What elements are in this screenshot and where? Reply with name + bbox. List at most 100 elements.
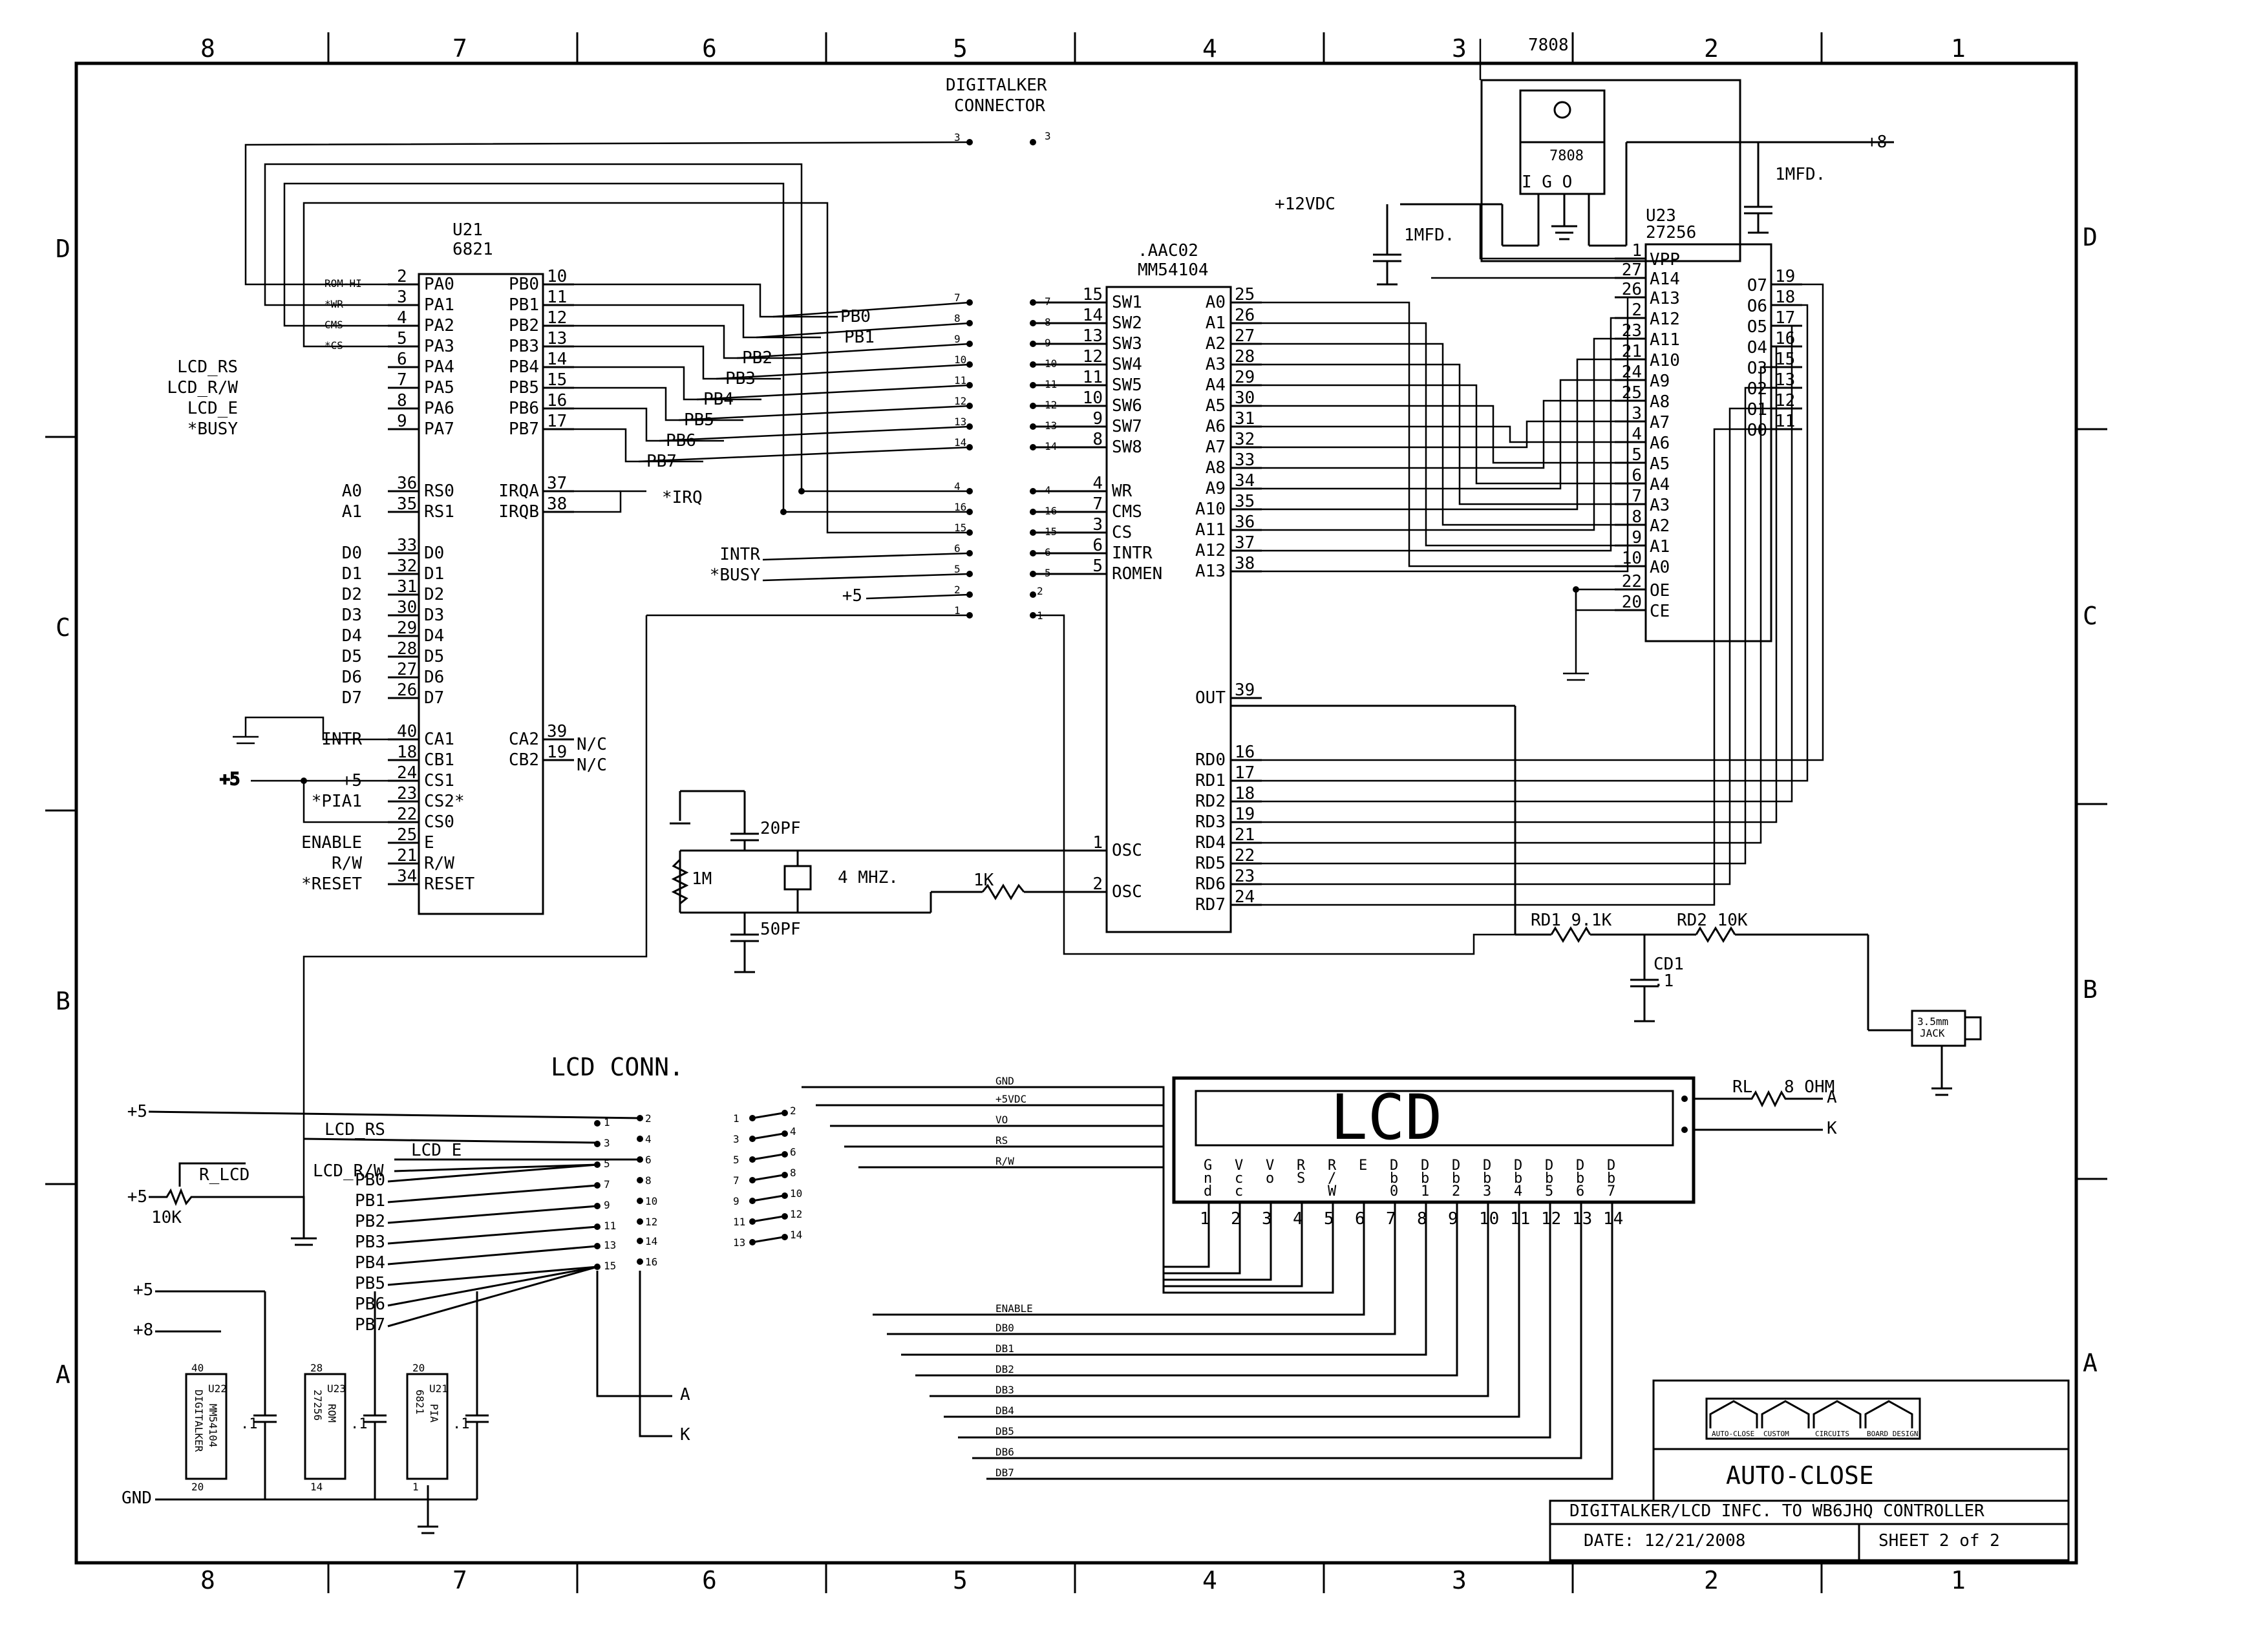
wire-cms — [283, 182, 970, 513]
u21-pin-num: 24 — [397, 763, 417, 783]
mm-pin-num: 1 — [1092, 833, 1103, 852]
address-wire — [1262, 405, 1615, 464]
u21-pin-name: RS1 — [424, 502, 454, 522]
tb-logo-house — [1864, 1400, 1913, 1428]
conn-pin-dot — [1030, 423, 1036, 430]
u21-pin-name: PA7 — [424, 419, 454, 439]
zone-row-left: C — [56, 613, 70, 642]
lcd-conn-dot — [637, 1218, 643, 1225]
lcd-col-label: D — [1390, 1158, 1398, 1174]
data-wire — [1262, 345, 1802, 823]
mm-pin-num: 30 — [1235, 388, 1255, 408]
lcd-left-wire — [752, 1215, 784, 1223]
osc-r1: 1M — [692, 869, 712, 889]
u23-pin-num: 19 — [1775, 267, 1795, 286]
address-wire — [1262, 363, 1615, 505]
tb-logo-text: CIRCUITS — [1815, 1430, 1849, 1438]
wire-busy — [762, 573, 970, 582]
u21-pin-num: 29 — [397, 619, 417, 638]
lcd-right-dot — [782, 1192, 788, 1199]
lcd-col-label: b — [1607, 1170, 1615, 1187]
u23-pin-num: 8 — [1632, 507, 1642, 527]
u21-signal: *PIA1 — [312, 792, 362, 811]
conn-left-pin: 7 — [954, 291, 961, 304]
u23-pin-name: A8 — [1650, 392, 1670, 412]
u21-pin-num: 12 — [547, 308, 567, 328]
lcd-col-label: 2 — [1452, 1183, 1460, 1200]
u21-signal: LCD_R/W — [167, 378, 238, 397]
pb-to-conn-wire — [678, 405, 970, 421]
u21-part: 6821 — [452, 240, 493, 259]
lcd-conn-pb: PB3 — [355, 1233, 385, 1252]
conn-left-pin: 12 — [954, 395, 966, 407]
dec-cap-label: .1 — [452, 1416, 470, 1432]
u21-pin-num: 36 — [397, 474, 417, 493]
mm-pin-name: SW8 — [1112, 438, 1142, 457]
lcd-right-pin: 2 — [790, 1105, 796, 1117]
mm-pin-num: 32 — [1235, 430, 1255, 449]
u21-pin-num: 40 — [397, 722, 417, 741]
u21-pin-name: PA1 — [424, 295, 454, 315]
u21-pin-num: 17 — [547, 412, 567, 431]
pb-wire — [574, 387, 743, 421]
junction-dot — [1681, 1096, 1688, 1102]
pb-wire — [574, 324, 802, 359]
conn-right-dot — [1030, 591, 1036, 598]
lcd-right-pin: 12 — [790, 1208, 802, 1220]
mm-pin-num: 36 — [1235, 513, 1255, 532]
lcd-conn-wiper — [178, 1162, 246, 1187]
lcd-left-wire — [752, 1174, 784, 1181]
dec-chip-pin-top: 28 — [310, 1362, 323, 1374]
u23-pin-name: O5 — [1747, 317, 1767, 337]
lcd-pin-num: 11 — [1510, 1209, 1530, 1229]
address-wire — [1262, 296, 1629, 573]
reg-pins: I G O — [1522, 173, 1572, 192]
mm-pin-num: 3 — [1092, 515, 1103, 535]
title-block: AUTO-CLOSE DIGITALKER/LCD INFC. TO WB6JH… — [1549, 1379, 2070, 1562]
wire-reset-ret — [303, 615, 648, 1234]
lcd-col-label: 4 — [1514, 1183, 1522, 1200]
lcd-left-wire — [752, 1194, 784, 1202]
mm-pin-num: 6 — [1092, 536, 1103, 555]
lcd-col-label: R — [1328, 1158, 1337, 1174]
zone-col-top: 1 — [1951, 34, 1966, 63]
wire-oe-ce — [1575, 588, 1615, 611]
u21-signal: D7 — [342, 688, 362, 708]
lcd-conn-pb-wire — [387, 1184, 598, 1203]
u23-pin-name: O3 — [1747, 359, 1767, 378]
pb-to-conn-wire — [736, 343, 970, 359]
mm-part: MM54104 — [1138, 260, 1209, 280]
connector-title-1: DIGITALKER — [946, 76, 1047, 95]
u21-pin-num: 14 — [547, 350, 567, 369]
lcd-col-label: W — [1328, 1183, 1337, 1200]
u21-pin-name: D5 — [424, 647, 444, 666]
u21-pin-name: PA3 — [424, 337, 454, 356]
zone-col-top: 2 — [1704, 34, 1719, 63]
lcd-bus-wire — [901, 1228, 1427, 1356]
lcd-conn-pin-left: 5 — [604, 1158, 610, 1170]
u21-nc: N/C — [577, 756, 607, 775]
u21-signal: D3 — [342, 606, 362, 625]
osc-r2: 1K — [973, 871, 994, 890]
mm-pin-num: 29 — [1235, 368, 1255, 387]
u21-pin-name: RESET — [424, 874, 475, 894]
u21-pin-num: 33 — [397, 536, 417, 555]
lcd-conn-pin-right: 4 — [645, 1133, 652, 1145]
lcd-conn-pb-wire — [387, 1245, 598, 1265]
lcd-col-label: 1 — [1421, 1183, 1429, 1200]
dec-chip-ref: U22 — [208, 1382, 227, 1395]
u23-pin-num: 27 — [1622, 260, 1642, 280]
mm-pin-name: A9 — [1206, 479, 1226, 498]
zone-row-right: D — [2083, 223, 2098, 251]
u21-pin-name: PB4 — [509, 357, 539, 377]
lcd-col-label: 0 — [1390, 1183, 1398, 1200]
pb-wire — [574, 407, 724, 442]
u23-pin-num: 7 — [1632, 487, 1642, 506]
lcd-conn-pin-left: 3 — [604, 1137, 610, 1149]
dec-chip-l1: 6821 — [414, 1390, 426, 1415]
lcd-conn-p5: +5 — [127, 1102, 147, 1121]
lcd-pin-num: 9 — [1448, 1209, 1458, 1229]
u23-pin-name: A10 — [1650, 351, 1680, 370]
osc-c2: 50PF — [760, 920, 801, 939]
